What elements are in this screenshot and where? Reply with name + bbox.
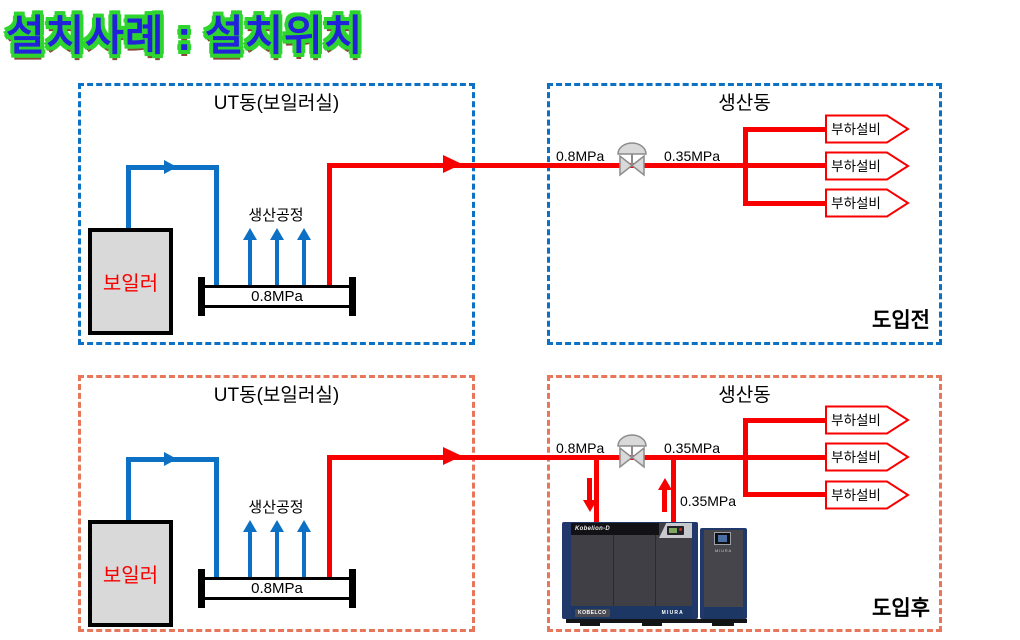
panel-seam [613,535,614,606]
header-cap-left-icon [198,277,205,316]
compressor-foot [580,623,600,626]
boiler-label: 보일러 [102,565,159,587]
branch-pipe-top [743,418,825,423]
load-equipment-label: 부하설비 [831,450,881,465]
inlet-pressure-label: 0.8MPa [556,440,605,456]
main-steam-pipe [327,455,825,460]
display-screen-icon [718,535,727,542]
boiler-box: 보일러 [88,228,173,335]
process-flow-arrow-up-icon [242,228,257,285]
after-caption: 도입후 [872,597,930,620]
compressor-model-label: Kobelion-D [571,523,659,535]
aux-base-band [704,607,743,619]
compressor-foot [712,623,734,626]
status-led-icon [679,528,682,531]
steam-compressor-unit: Kobelion-D KOBELCO MIURA MIURA [562,521,748,627]
before-ut-title: UT동(보일러실) [213,93,340,114]
branch-pipe-bottom [743,492,825,497]
load-equipment-label: 부하설비 [831,413,881,428]
reduced-pressure-label: 0.35MPa [664,440,721,456]
compressor-display-icon [667,526,684,535]
compressor-suction-pipe [594,455,599,522]
branch-pipe-bottom [743,201,825,206]
load-equipment-label: 부하설비 [831,159,881,174]
header-outlet-riser [327,163,332,285]
brand-label: MIURA [661,610,684,616]
pressure-reducing-valve-icon [617,434,647,469]
aux-display-icon [714,532,731,545]
load-equipment-label: 부하설비 [831,122,881,137]
boiler-box: 보일러 [88,520,173,627]
header-inlet-pipe [214,457,219,577]
boiler-outlet-pipe [126,457,131,520]
process-label: 생산공정 [248,499,304,516]
compressor-discharge-pressure-label: 0.35MPa [680,493,737,509]
flow-arrow-right-icon [164,452,177,466]
load-equipment-box: 부하설비 [825,114,910,144]
load-equipment-box: 부하설비 [825,442,910,472]
header-cap-right-icon [349,569,356,608]
compressor-base-band: KOBELCO MIURA [571,606,692,619]
after-ut-title: UT동(보일러실) [213,385,340,406]
branch-manifold-pipe [743,418,748,497]
load-equipment-label: 부하설비 [831,488,881,503]
branch-manifold-pipe [743,127,748,206]
flow-arrow-down-icon [582,478,597,512]
before-production-title: 생산동 [718,93,771,114]
header-cap-right-icon [349,277,356,316]
header-cap-left-icon [198,569,205,608]
header-pressure-label: 0.8MPa [251,288,303,305]
brand-badge: KOBELCO [575,609,610,617]
page-title: 설치사례 : 설치위치 [6,12,364,59]
panel-before-ut [78,83,475,345]
panel-after-ut [78,375,475,632]
load-equipment-box: 부하설비 [825,188,910,218]
boiler-outlet-pipe [126,165,131,228]
load-equipment-box: 부하설비 [825,480,910,510]
boiler-label: 보일러 [102,273,159,295]
before-caption: 도입전 [872,309,930,332]
inlet-pressure-label: 0.8MPa [556,148,605,164]
panel-seam [655,535,656,606]
steam-header: 0.8MPa [198,569,356,608]
reduced-pressure-label: 0.35MPa [664,148,721,164]
flow-arrow-up-icon [657,478,672,512]
panel-before-production [547,83,942,345]
panel-after-production [547,375,942,632]
flow-arrow-right-icon [443,447,462,465]
after-production-title: 생산동 [718,385,771,406]
process-flow-arrow-up-icon [269,228,284,285]
main-steam-pipe [327,163,825,168]
process-flow-arrow-up-icon [296,520,311,577]
header-outlet-riser [327,455,332,577]
steam-header: 0.8MPa [198,277,356,316]
process-flow-arrow-up-icon [269,520,284,577]
process-label: 생산공정 [248,207,304,224]
header-inlet-pipe [214,165,219,285]
flow-arrow-right-icon [443,155,462,173]
load-equipment-box: 부하설비 [825,151,910,181]
compressor-foot [642,623,662,626]
aux-brand-label: MIURA [715,548,732,553]
flow-arrow-right-icon [164,160,177,174]
process-flow-arrow-up-icon [296,228,311,285]
branch-pipe-top [743,127,825,132]
load-equipment-label: 부하설비 [831,196,881,211]
header-pressure-label: 0.8MPa [251,580,303,597]
pressure-reducing-valve-icon [617,142,647,177]
load-equipment-box: 부하설비 [825,405,910,435]
compressor-discharge-pipe [671,455,676,522]
process-flow-arrow-up-icon [242,520,257,577]
compressor-base [566,619,747,623]
display-screen-icon [669,528,677,533]
